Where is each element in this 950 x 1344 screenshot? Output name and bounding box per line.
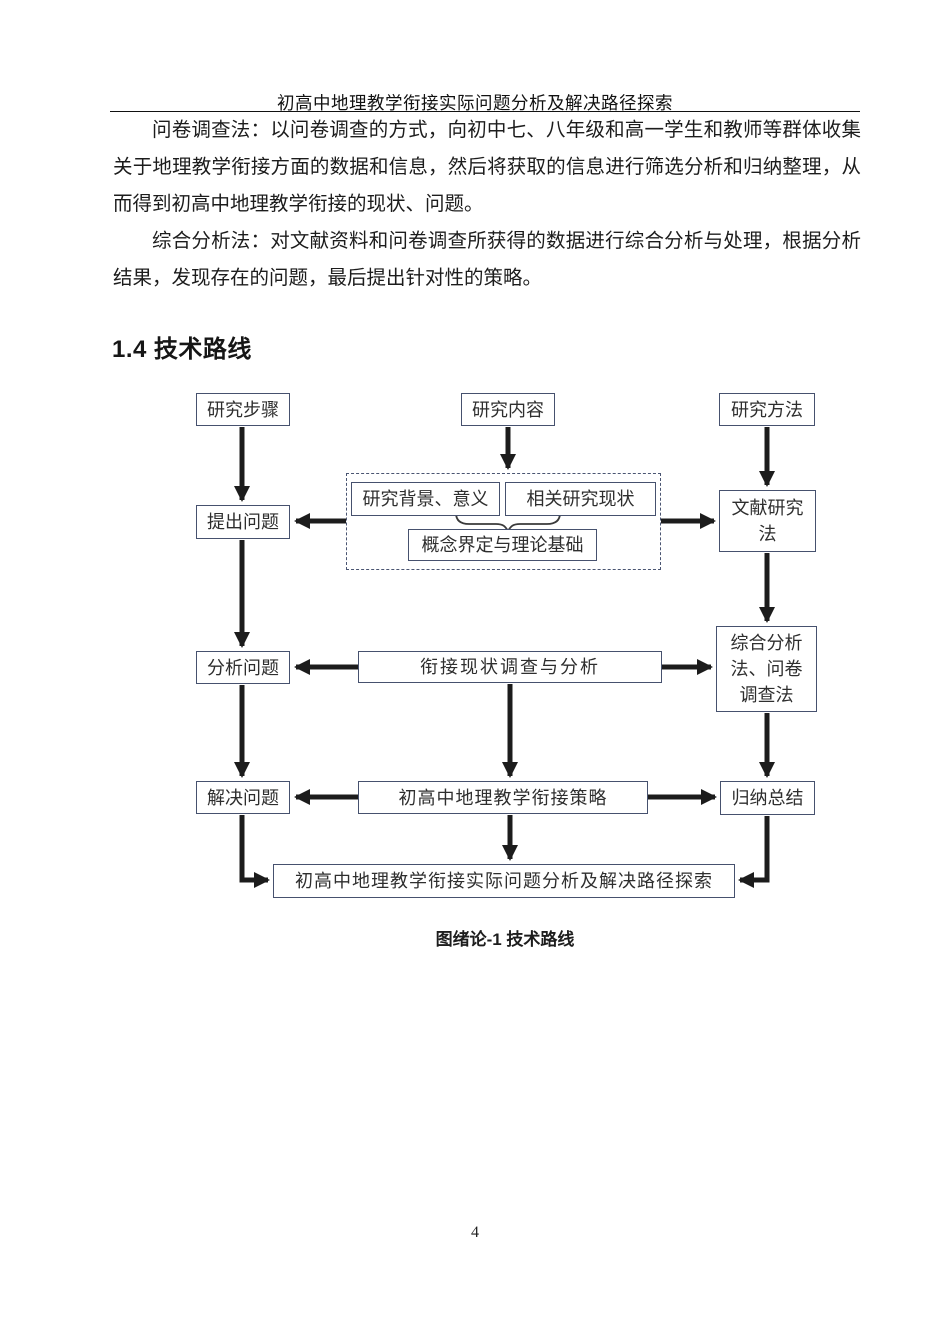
section-number: 1.4	[112, 336, 147, 363]
running-head-title: 初高中地理教学衔接实际问题分析及解决路径探索	[277, 93, 673, 113]
flow-box-comprehensive-method: 综合分析法、问卷调查法	[716, 626, 817, 712]
paragraph-lead: 综合分析法：	[152, 231, 271, 252]
flow-box-research-methods: 研究方法	[719, 393, 815, 426]
flow-box-research-steps: 研究步骤	[196, 393, 290, 426]
flow-box-research-content: 研究内容	[461, 393, 555, 426]
flow-box-final-topic: 初高中地理教学衔接实际问题分析及解决路径探索	[273, 864, 735, 898]
flow-box-concept-theory: 概念界定与理论基础	[408, 529, 597, 561]
flow-box-cohesion-strategy: 初高中地理教学衔接策略	[358, 781, 648, 814]
page-number: 4	[471, 1224, 479, 1241]
body-text: 问卷调查法：以问卷调查的方式，向初中七、八年级和高一学生和教师等群体收集关于地理…	[113, 112, 861, 297]
paragraph-body: 对文献资料和问卷调查所获得的数据进行综合分析与处理，根据分析结果，发现存在的问题…	[113, 231, 861, 289]
flow-box-solve-problem: 解决问题	[196, 781, 290, 814]
flow-box-related-research-status: 相关研究现状	[505, 482, 656, 516]
paragraph-analysis-method: 综合分析法：对文献资料和问卷调查所获得的数据进行综合分析与处理，根据分析结果，发…	[113, 223, 861, 297]
flow-box-literature-method: 文献研究法	[719, 490, 816, 552]
flow-box-background-significance: 研究背景、意义	[351, 482, 500, 516]
figure-caption: 图绪论-1 技术路线	[435, 930, 575, 949]
flow-box-analyze-problem: 分析问题	[196, 651, 290, 684]
section-title: 技术路线	[153, 336, 252, 363]
flow-box-status-survey: 衔接现状调查与分析	[358, 651, 662, 683]
paragraph-lead: 问卷调查法：	[152, 120, 271, 141]
paragraph-body: 以问卷调查的方式，向初中七、八年级和高一学生和教师等群体收集关于地理教学衔接方面…	[113, 120, 861, 215]
paragraph-survey-method: 问卷调查法：以问卷调查的方式，向初中七、八年级和高一学生和教师等群体收集关于地理…	[113, 112, 861, 223]
flow-box-raise-problem: 提出问题	[196, 505, 290, 539]
flow-box-summary: 归纳总结	[720, 781, 815, 815]
research-content-group-box	[346, 473, 661, 570]
running-head-rule	[110, 111, 860, 112]
